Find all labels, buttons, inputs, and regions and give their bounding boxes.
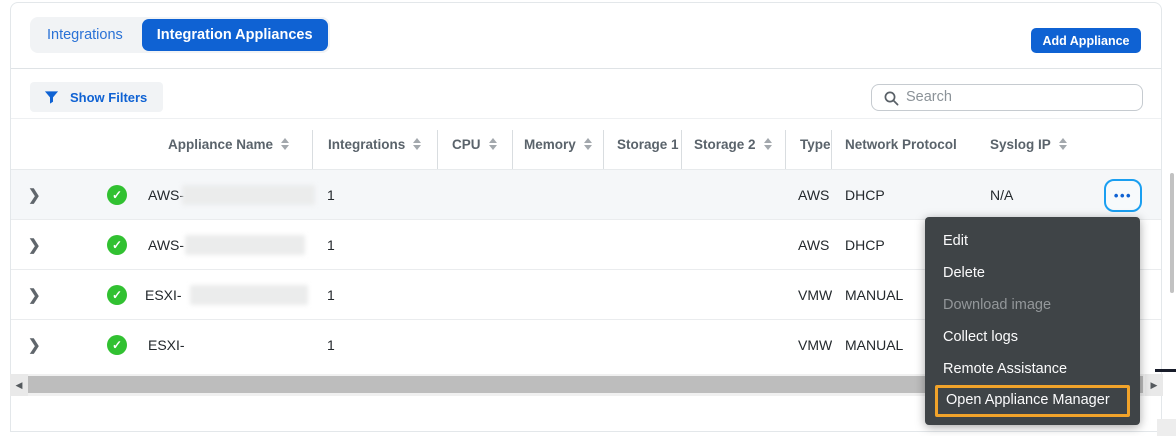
ellipsis-icon: ••• xyxy=(1113,188,1133,203)
scrollbar-corner xyxy=(1157,419,1176,436)
column-label: Storage 1 xyxy=(617,136,679,152)
column-label: Syslog IP xyxy=(990,136,1051,152)
sort-icon[interactable] xyxy=(583,138,592,150)
sort-icon[interactable] xyxy=(1058,138,1067,150)
redacted-name xyxy=(182,185,315,205)
column-header-storage-1[interactable]: Storage 1 xyxy=(617,118,679,170)
tab-group: Integrations Integration Appliances xyxy=(30,17,330,53)
appliance-name-cell: ESXI- xyxy=(148,337,185,353)
expand-chevron-icon[interactable]: ❯ xyxy=(28,337,41,354)
scroll-left-button[interactable]: ◀ xyxy=(10,374,28,396)
add-appliance-button[interactable]: Add Appliance xyxy=(1031,28,1141,53)
tab-integration-appliances[interactable]: Integration Appliances xyxy=(141,19,328,51)
type-cell: VMW xyxy=(798,337,832,353)
redacted-name xyxy=(190,285,308,305)
show-filters-button[interactable]: Show Filters xyxy=(30,82,164,112)
scroll-left-icon: ◀ xyxy=(15,379,23,390)
type-cell: AWS xyxy=(798,187,830,203)
syslog-ip-cell: N/A xyxy=(990,187,1014,203)
network-protocol-cell: MANUAL xyxy=(845,337,904,353)
column-header-cpu[interactable]: CPU xyxy=(452,118,497,170)
status-connected-icon: ✓ xyxy=(107,185,127,205)
horizontal-scrollbar-thumb[interactable] xyxy=(28,376,1143,393)
menu-item-remote-assistance[interactable]: Remote Assistance xyxy=(943,361,1068,377)
integrations-cell: 1 xyxy=(327,237,335,253)
column-header-syslog-ip[interactable]: Syslog IP xyxy=(990,118,1067,170)
column-header-integrations[interactable]: Integrations xyxy=(328,118,422,170)
scroll-right-icon: ▶ xyxy=(1150,379,1158,390)
column-label: Integrations xyxy=(328,136,406,152)
column-label: Network Protocol xyxy=(845,136,957,152)
search-input[interactable] xyxy=(906,85,1136,109)
column-divider xyxy=(437,130,438,169)
filter-icon xyxy=(44,90,59,104)
header-bottom-border xyxy=(11,169,1161,170)
integrations-cell: 1 xyxy=(327,187,335,203)
column-divider xyxy=(681,130,682,169)
menu-item-delete[interactable]: Delete xyxy=(943,265,985,281)
column-divider xyxy=(603,130,604,169)
integrations-cell: 1 xyxy=(327,337,335,353)
column-header-network-protocol[interactable]: Network Protocol xyxy=(845,118,957,170)
column-header-memory[interactable]: Memory xyxy=(524,118,592,170)
network-protocol-cell: MANUAL xyxy=(845,287,904,303)
column-label: Type xyxy=(800,136,831,152)
redacted-name xyxy=(185,235,305,255)
menu-item-open-appliance-manager[interactable]: Open Appliance Manager xyxy=(935,385,1130,417)
column-header-type[interactable]: Type xyxy=(800,118,831,170)
status-connected-icon: ✓ xyxy=(107,285,127,305)
column-header-appliance-name[interactable]: Appliance Name xyxy=(168,118,290,170)
network-protocol-cell: DHCP xyxy=(845,187,885,203)
row-actions-button[interactable]: ••• xyxy=(1104,179,1142,212)
column-divider xyxy=(785,130,786,169)
sort-icon[interactable] xyxy=(488,138,497,150)
network-protocol-cell: DHCP xyxy=(845,237,885,253)
scroll-right-button[interactable]: ▶ xyxy=(1145,374,1163,396)
column-divider xyxy=(312,130,313,169)
status-connected-icon: ✓ xyxy=(107,335,127,355)
expand-chevron-icon[interactable]: ❯ xyxy=(28,237,41,254)
appliance-name-cell: AWS- xyxy=(148,237,185,253)
search-box xyxy=(871,84,1143,111)
expand-chevron-icon[interactable]: ❯ xyxy=(28,187,41,204)
tab-integrations[interactable]: Integrations xyxy=(47,27,123,43)
expand-chevron-icon[interactable]: ❯ xyxy=(28,287,41,304)
appliance-name-cell: AWS- xyxy=(148,187,185,203)
column-label: Storage 2 xyxy=(694,136,756,152)
column-label: Appliance Name xyxy=(168,136,274,152)
menu-item-download-image: Download image xyxy=(943,297,1052,313)
top-divider xyxy=(11,68,1161,69)
appliance-name-cell: ESXI- xyxy=(145,287,182,303)
search-icon xyxy=(884,91,899,106)
status-connected-icon: ✓ xyxy=(107,235,127,255)
integrations-cell: 1 xyxy=(327,287,335,303)
column-label: CPU xyxy=(452,136,481,152)
type-cell: VMW xyxy=(798,287,832,303)
vertical-scrollbar-thumb[interactable] xyxy=(1170,173,1174,293)
sort-icon[interactable] xyxy=(281,138,290,150)
redaction-mark xyxy=(1155,369,1176,372)
show-filters-label: Show Filters xyxy=(70,89,148,105)
table-row: ❯ ✓ AWS- 1 AWS DHCP N/A ••• xyxy=(11,170,1161,220)
column-divider xyxy=(512,130,513,169)
sort-icon[interactable] xyxy=(413,138,422,150)
menu-item-edit[interactable]: Edit xyxy=(943,233,968,249)
type-cell: AWS xyxy=(798,237,830,253)
header-top-border xyxy=(11,118,1161,119)
menu-item-collect-logs[interactable]: Collect logs xyxy=(943,329,1018,345)
sort-icon[interactable] xyxy=(763,138,772,150)
column-header-storage-2[interactable]: Storage 2 xyxy=(694,118,772,170)
row-actions-context-menu: Edit Delete Download image Collect logs … xyxy=(925,217,1140,425)
column-label: Memory xyxy=(524,136,576,152)
column-divider xyxy=(831,130,832,169)
